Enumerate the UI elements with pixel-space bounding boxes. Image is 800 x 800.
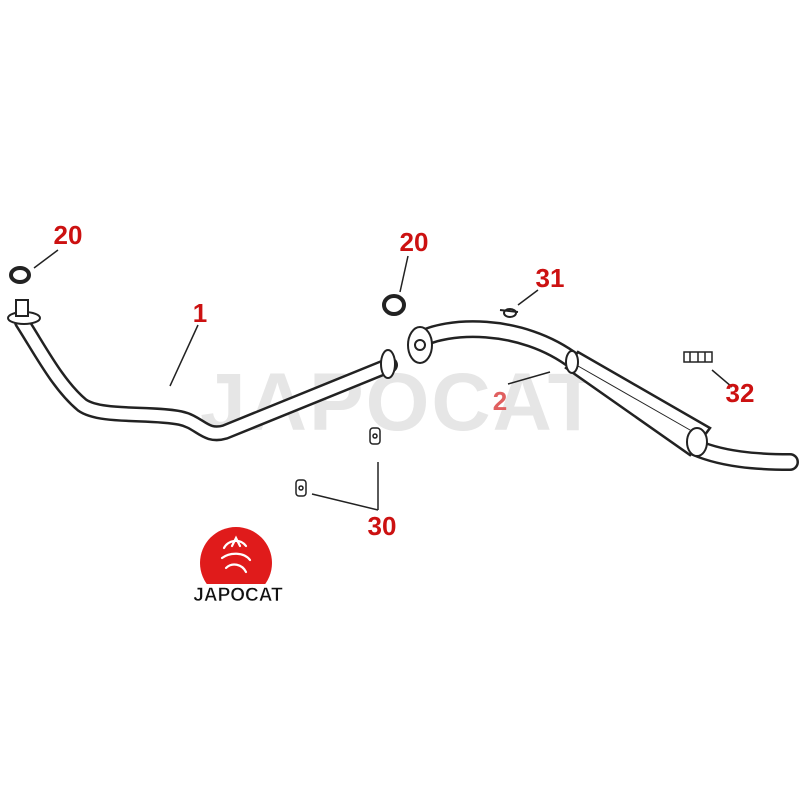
clamp-part[interactable]: [499, 308, 519, 318]
watermark-text: JAPOCAT: [200, 357, 600, 448]
callout-20-left: 20: [54, 220, 83, 250]
japocat-logo: JAPOCAT: [193, 527, 283, 606]
logo-text: JAPOCAT: [193, 585, 283, 606]
cat-logo-icon: [220, 535, 252, 574]
callout-20-middle: 20: [400, 227, 429, 257]
rubber-mount-upper[interactable]: [369, 427, 381, 445]
callout-2: 2: [493, 386, 507, 416]
callout-31: 31: [536, 263, 565, 293]
hanger-clip[interactable]: [683, 351, 713, 363]
callout-32: 32: [726, 378, 755, 408]
rubber-mount-lower[interactable]: [295, 479, 307, 497]
callout-1: 1: [193, 298, 207, 328]
leader-lines: [33, 249, 733, 511]
front-exhaust-pipe[interactable]: [7, 299, 398, 442]
gasket-ring-left[interactable]: [9, 266, 31, 284]
callout-30: 30: [368, 511, 397, 541]
gasket-ring-middle[interactable]: [382, 294, 406, 316]
rear-muffler[interactable]: [407, 320, 799, 471]
